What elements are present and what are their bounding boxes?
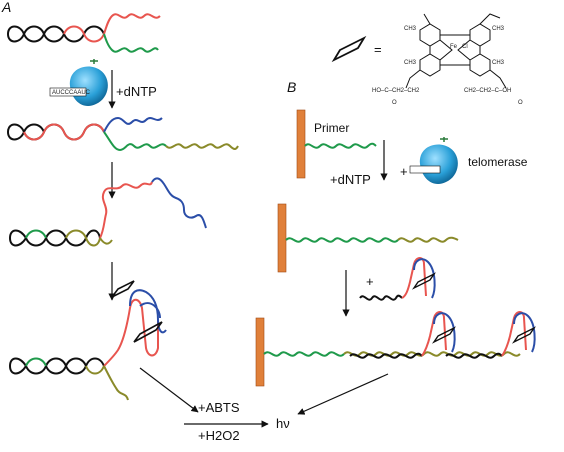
h2o2-label: +H2O2 <box>198 428 240 443</box>
arrow-a-to-signal <box>139 367 199 413</box>
panel-b-label: B <box>287 79 296 95</box>
hemin-fe: Fe <box>450 44 458 50</box>
extended-strand-green <box>285 237 399 243</box>
final-strand-green <box>263 351 345 357</box>
hemin-icon-bound-a <box>133 321 163 343</box>
equals-label: = <box>374 42 382 57</box>
hemin-icon-hairpin <box>411 272 437 290</box>
primer-label: Primer <box>314 121 349 135</box>
plus-label-b: + <box>400 164 408 179</box>
primer-strand <box>304 142 377 149</box>
hemin-ch3-2: CH3 <box>492 26 505 32</box>
hemin-icon-b-1 <box>431 326 457 344</box>
final-strand-olive <box>343 351 521 357</box>
hemin-icon-legend <box>331 35 367 63</box>
duplex-step-2 <box>7 116 239 152</box>
quadruplex-b-1 <box>421 311 456 357</box>
hemin-icon-a <box>111 280 135 298</box>
duplex-step-1 <box>7 13 161 53</box>
bound-probe-1 <box>349 352 423 359</box>
dntp-label-a: +dNTP <box>116 84 157 99</box>
hemin-acid-right: CH2–CH2–C–OH <box>464 88 511 94</box>
duplex-step-3 <box>9 177 207 247</box>
bound-probe-2 <box>445 352 503 359</box>
arrow-b-to-signal <box>297 373 389 415</box>
primer-bar-3 <box>255 317 265 387</box>
plus-hairpin-label: + <box>366 274 374 289</box>
extended-strand-olive <box>397 236 459 243</box>
hemin-icon-b-2 <box>511 326 537 344</box>
hemin-structure <box>405 13 507 89</box>
hemin-cl: Cl <box>462 44 468 50</box>
primer-bar-2 <box>277 203 287 273</box>
telomerase-enzyme-a: AUCCCAAUC <box>49 59 108 106</box>
hv-label: hν <box>276 416 290 431</box>
telomerase-label: telomerase <box>468 155 528 169</box>
dntp-label-b: +dNTP <box>330 172 371 187</box>
abts-label: +ABTS <box>198 400 240 415</box>
quadruplex-structure-a <box>9 289 167 401</box>
hemin-ch3-1: CH3 <box>404 26 417 32</box>
primer-bar-1 <box>296 109 306 179</box>
hemin-ch3-3: CH3 <box>404 60 417 66</box>
telomerase-enzyme-b <box>409 137 458 184</box>
hemin-ch3-4: CH3 <box>492 60 505 66</box>
hairpin-probe <box>359 257 436 301</box>
quadruplex-b-2 <box>501 311 536 357</box>
hemin-o-right: O <box>518 100 523 106</box>
panel-a-label: A <box>1 0 11 15</box>
hemin-o-left: O <box>392 100 397 106</box>
hemin-acid-left: HO–C–CH2–CH2 <box>372 88 420 94</box>
enzyme-template-a: AUCCCAAUC <box>52 90 91 96</box>
